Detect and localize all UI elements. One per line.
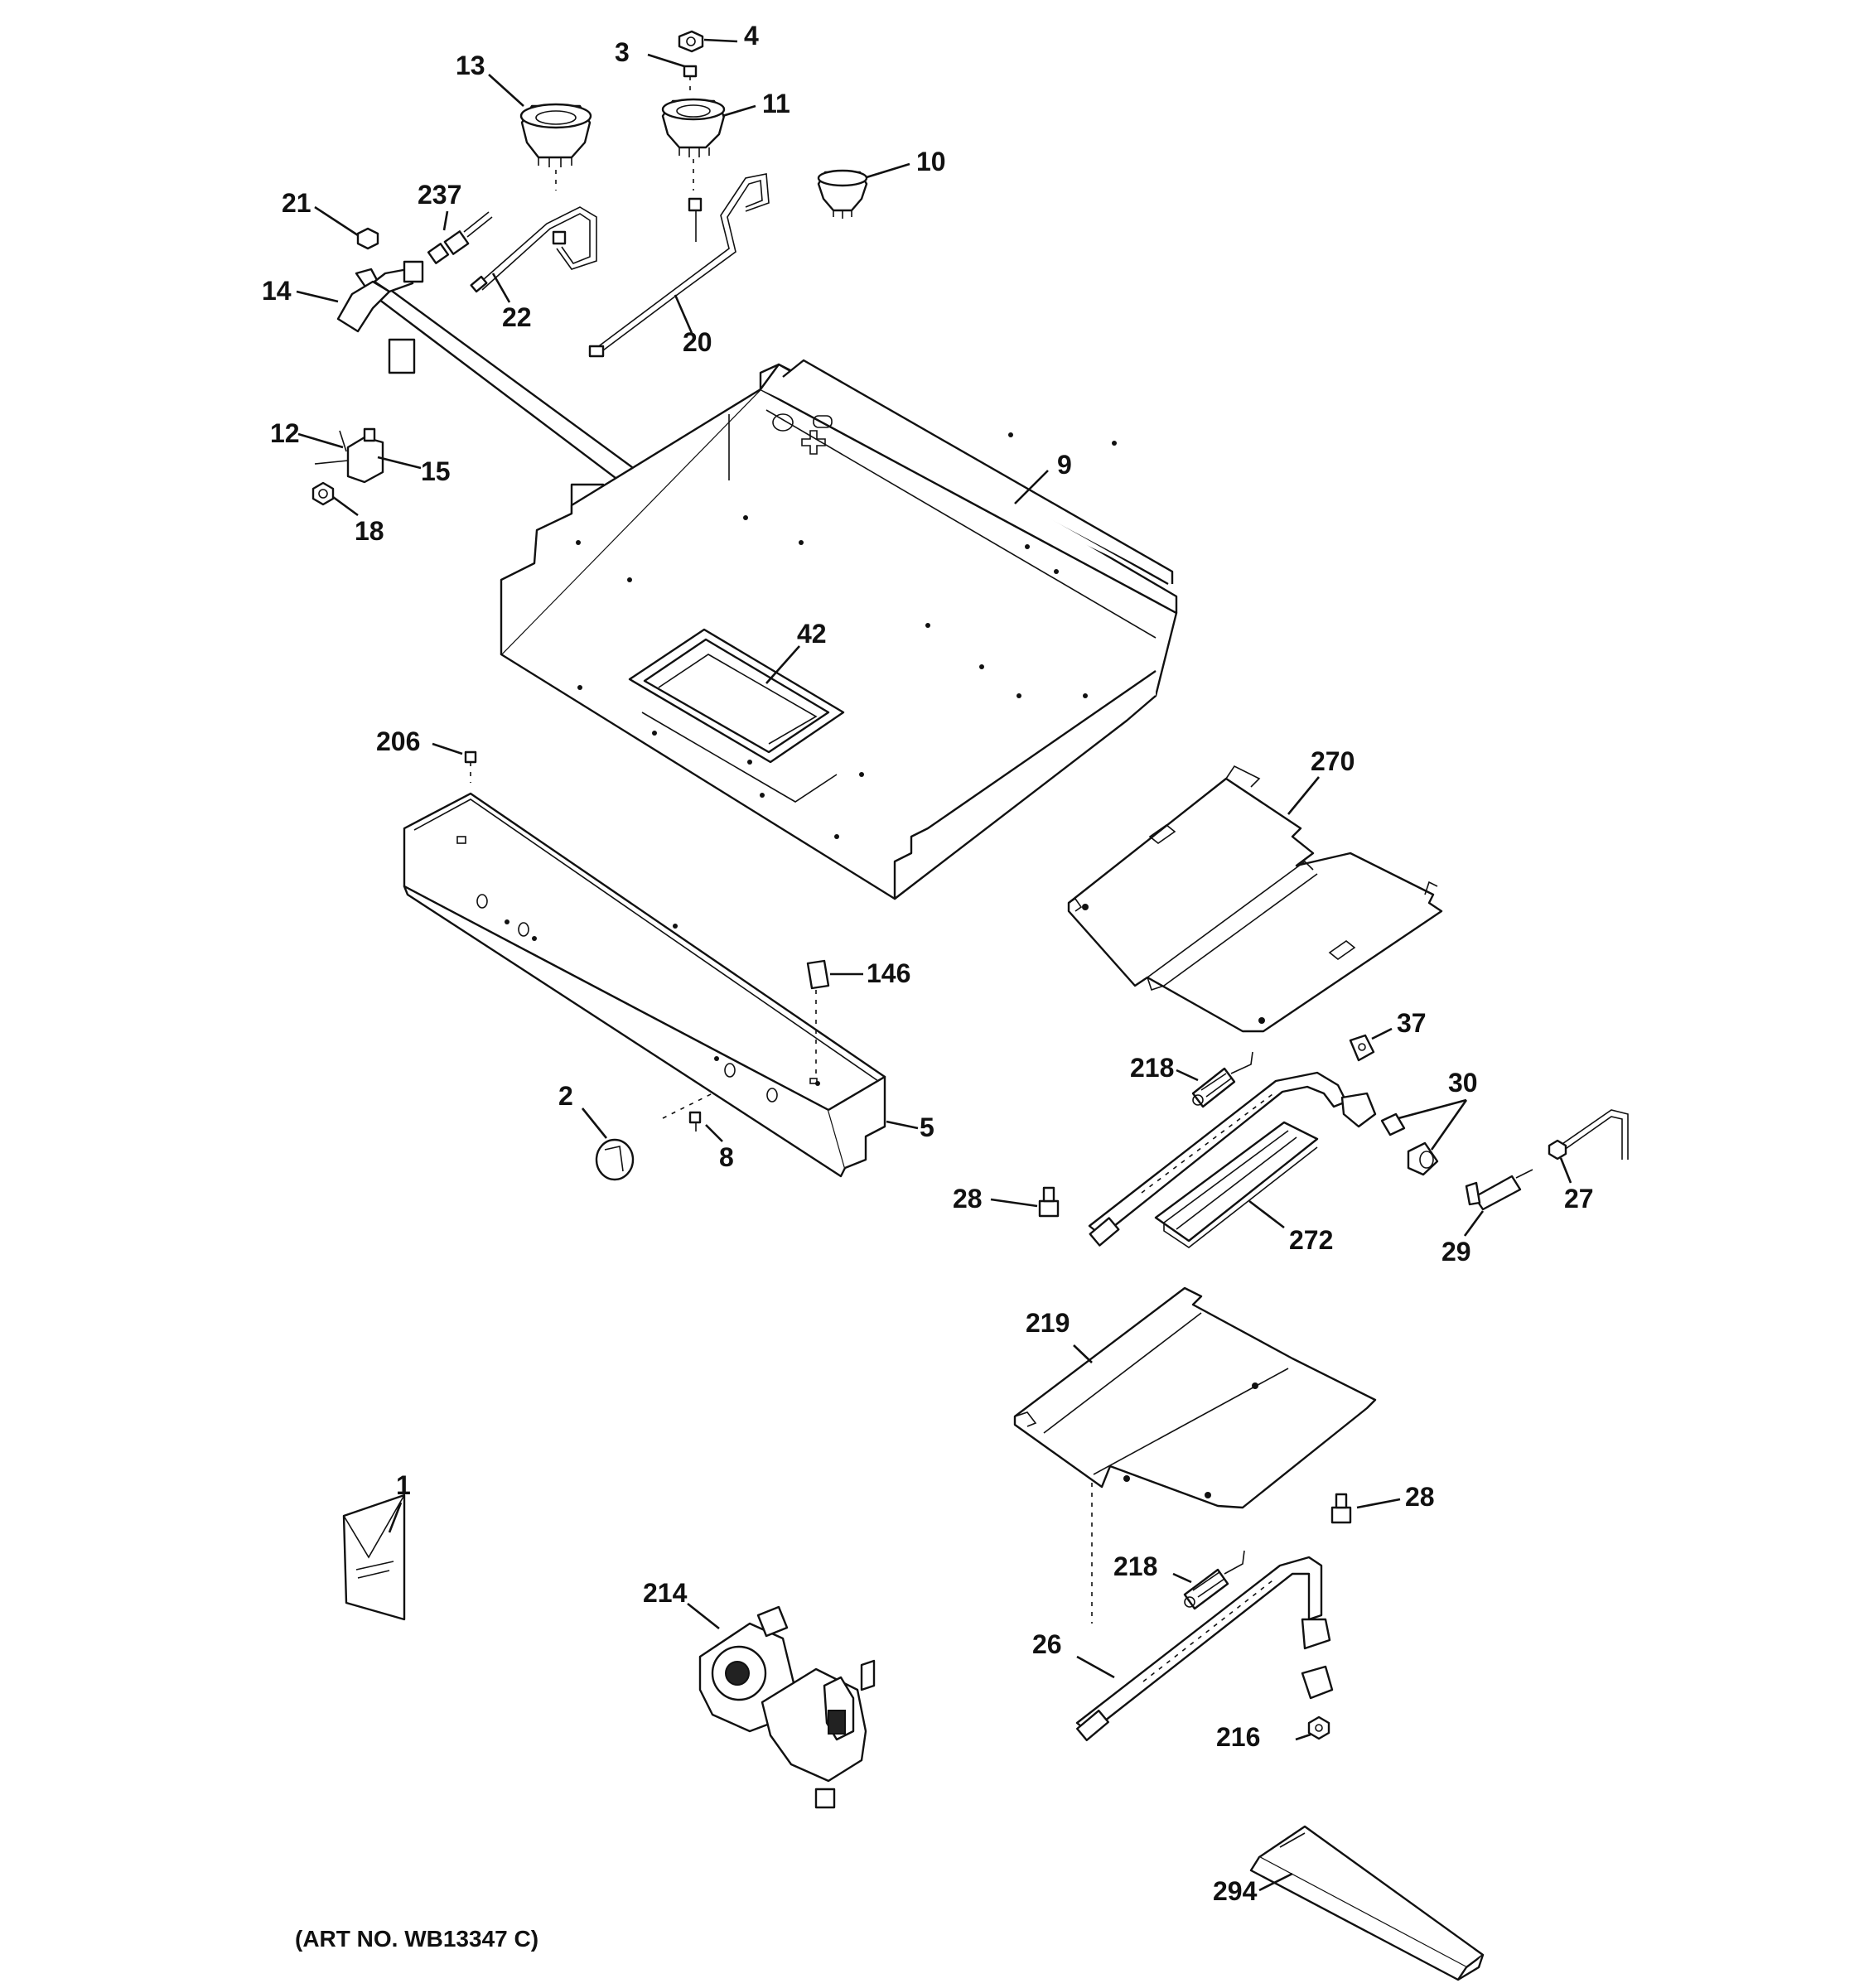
igniter-218-upper: [1191, 1051, 1253, 1108]
screw-3: [683, 65, 698, 96]
callout-270: 270: [1311, 746, 1355, 776]
angle-bracket-294: [1249, 1825, 1485, 1981]
callout-42: 42: [797, 619, 827, 649]
knob-2: [595, 1138, 635, 1181]
literature-1: [342, 1493, 406, 1621]
callout-294: 294: [1213, 1876, 1258, 1906]
callout-2: 2: [558, 1081, 573, 1111]
callout-206: 206: [376, 726, 420, 756]
screw-21: [356, 227, 379, 250]
callout-218-lower: 218: [1113, 1551, 1157, 1581]
vent-panel-42: [628, 628, 845, 803]
nut-4: [678, 30, 704, 53]
callout-1: 1: [396, 1470, 411, 1500]
valve-15: [314, 427, 384, 484]
callout-218-upper: 218: [1130, 1053, 1174, 1083]
callout-37: 37: [1397, 1008, 1427, 1038]
baffle-219: [1013, 1286, 1377, 1624]
tube-22: [470, 206, 597, 293]
callout-28-upper: 28: [953, 1184, 983, 1214]
screw-8: [688, 1111, 702, 1132]
orifice-holder-216: [1301, 1665, 1334, 1740]
tray-272: [1154, 1121, 1319, 1248]
callout-14: 14: [262, 276, 292, 306]
screw-206: [464, 750, 477, 783]
callout-28-lower: 28: [1405, 1482, 1435, 1512]
art-number: (ART NO. WB13347 C): [295, 1926, 538, 1952]
burner-box-9: [500, 359, 1178, 900]
callout-10: 10: [916, 147, 946, 176]
screw-28-upper: [1038, 1186, 1060, 1218]
callout-146: 146: [867, 958, 910, 988]
callout-4: 4: [744, 21, 759, 51]
clip-146: [806, 959, 830, 1084]
tube-20: [588, 173, 770, 358]
fitting-237: [427, 211, 493, 264]
igniter-218-lower: [1183, 1550, 1245, 1610]
burner-tube-upper: [1088, 1071, 1377, 1247]
callout-11: 11: [762, 89, 790, 118]
nut-18: [311, 481, 335, 506]
callout-20: 20: [683, 327, 712, 357]
callout-13: 13: [456, 51, 485, 80]
callout-21: 21: [282, 188, 311, 218]
gas-valve-214: [698, 1605, 876, 1809]
callout-22: 22: [502, 302, 532, 332]
callout-272: 272: [1289, 1225, 1333, 1255]
burner-head-13: [519, 103, 592, 191]
screw-28-lower: [1330, 1493, 1352, 1524]
burner-head-11: [661, 98, 726, 191]
callout-12: 12: [270, 418, 300, 448]
callout-5: 5: [920, 1112, 934, 1142]
bracket-37: [1349, 1034, 1375, 1062]
callout-8: 8: [719, 1142, 734, 1172]
tube-27: [1548, 1109, 1629, 1160]
leader-lines: [296, 38, 1572, 1892]
burner-head-10: [817, 169, 868, 219]
burner-tube-26: [1075, 1556, 1331, 1742]
callout-15: 15: [421, 456, 451, 486]
baffle-270: [1067, 765, 1443, 1033]
callout-30: 30: [1448, 1068, 1478, 1098]
callout-26: 26: [1032, 1629, 1062, 1659]
callout-237: 237: [418, 180, 461, 210]
callout-18: 18: [355, 516, 384, 546]
callout-3: 3: [615, 37, 630, 67]
fitting-29: [1465, 1169, 1533, 1211]
callout-29: 29: [1441, 1237, 1471, 1267]
callout-219: 219: [1026, 1308, 1070, 1338]
callout-labels: 13 3 4 11 10 21 237 14 22 20 12 15 18 9 …: [262, 21, 1594, 1906]
callout-27: 27: [1564, 1184, 1594, 1214]
callout-9: 9: [1057, 450, 1072, 480]
manifold-panel-5: [403, 792, 886, 1178]
callout-216: 216: [1216, 1722, 1260, 1752]
orifice-30: [1380, 1112, 1439, 1176]
callout-214: 214: [643, 1578, 688, 1608]
